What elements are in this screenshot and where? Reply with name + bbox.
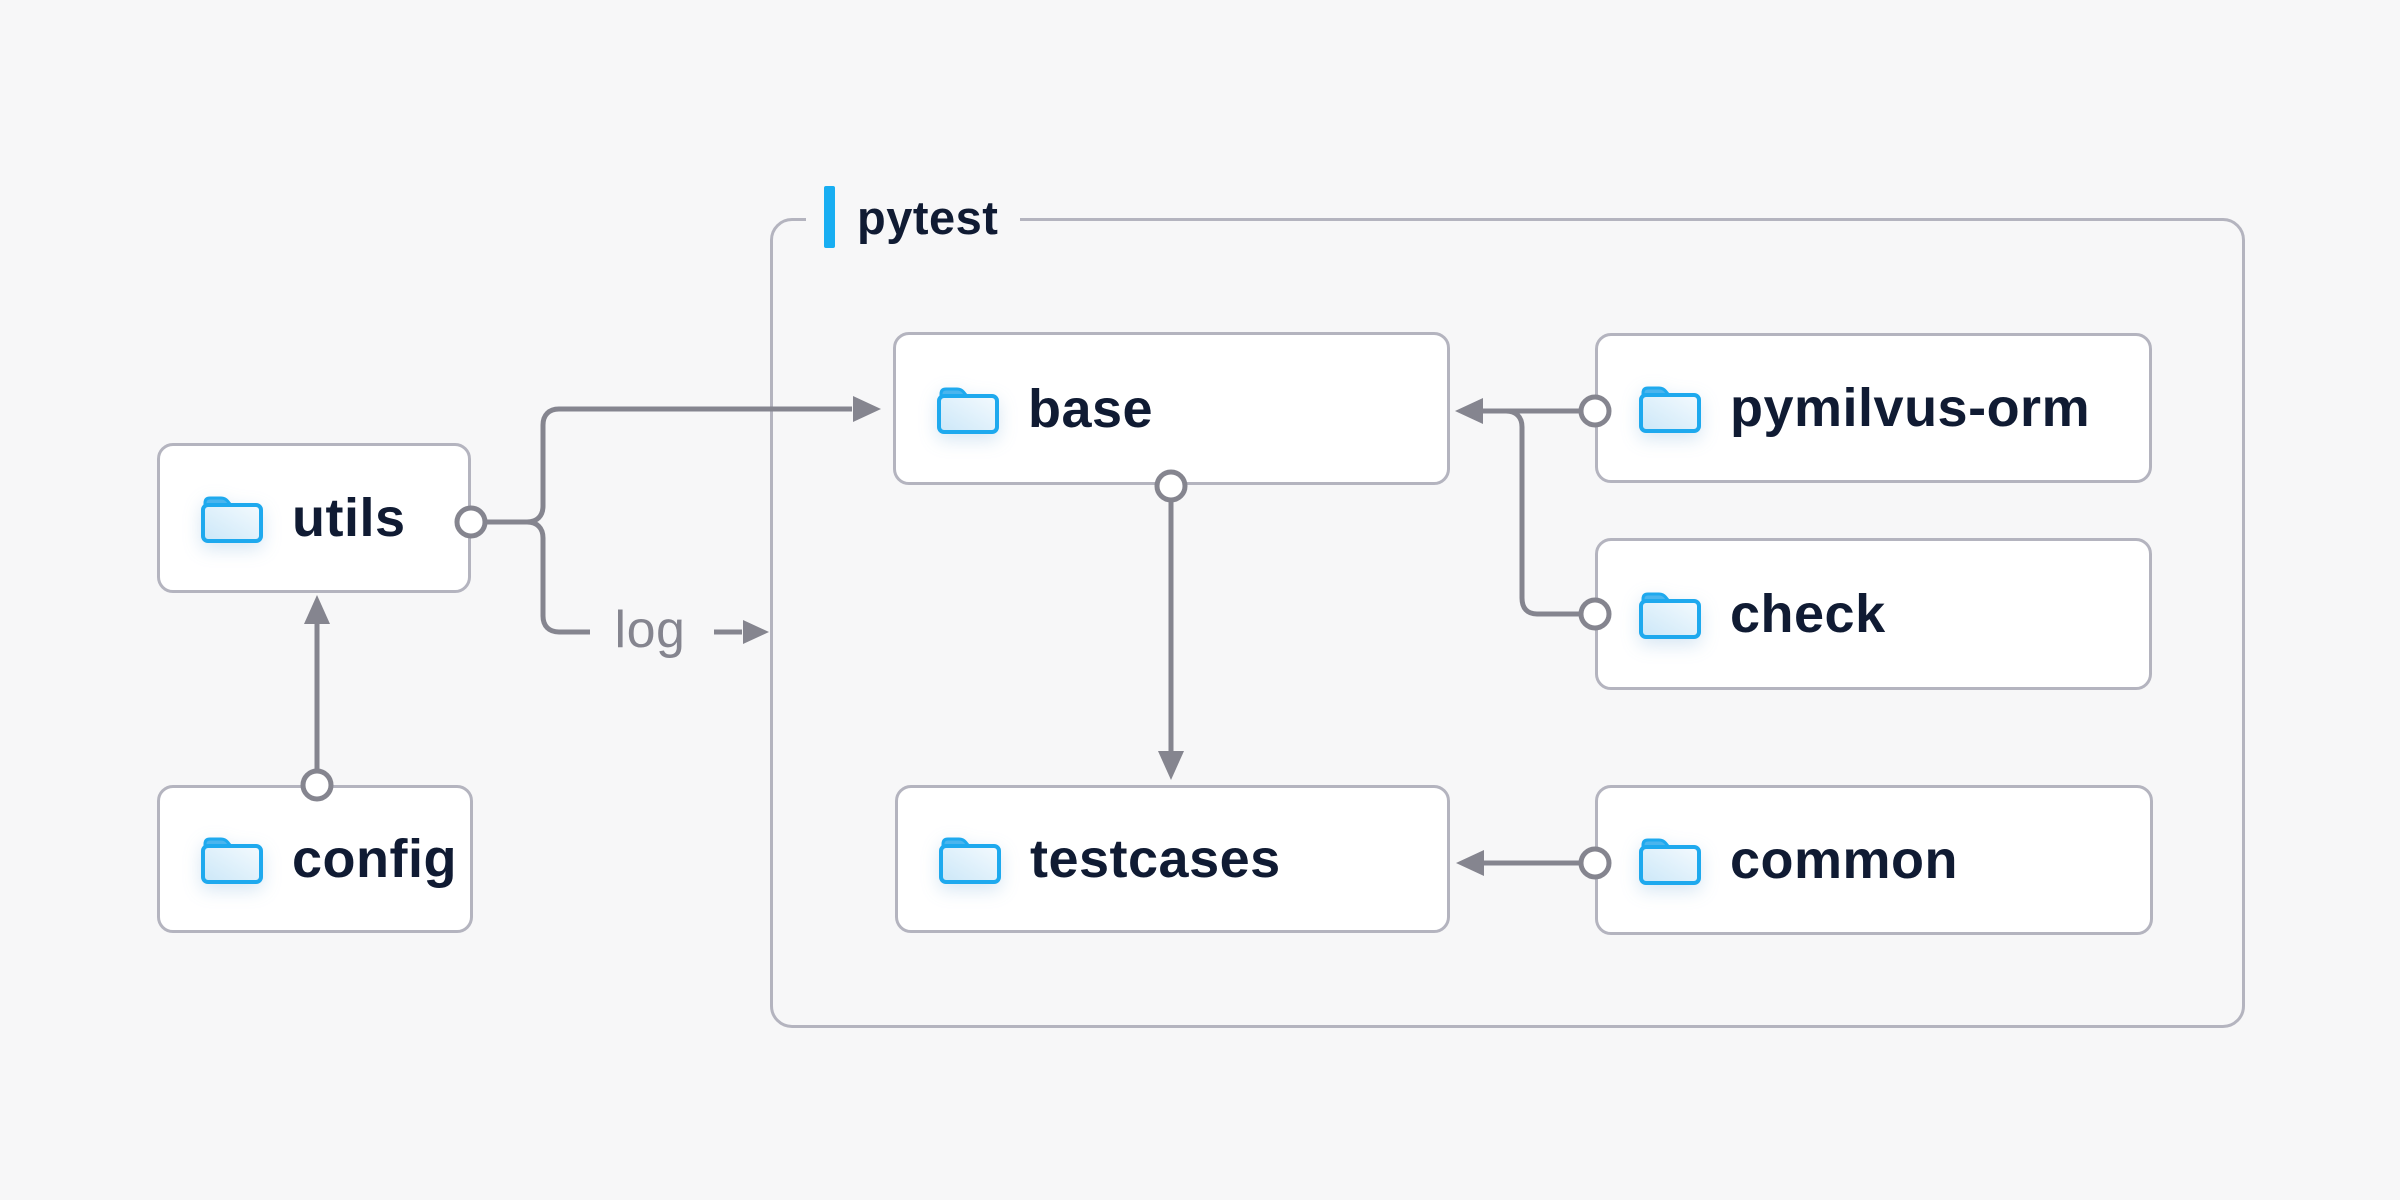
group-pytest-label: pytest — [806, 184, 1021, 250]
node-check: check — [1595, 538, 2152, 690]
node-utils: utils — [157, 443, 471, 593]
node-label: base — [1028, 378, 1154, 439]
node-base: base — [893, 332, 1450, 485]
node-config: config — [157, 785, 473, 933]
node-label: common — [1730, 830, 1959, 890]
node-label: testcases — [1030, 829, 1281, 889]
folder-icon — [201, 837, 263, 884]
folder-icon — [937, 387, 999, 434]
node-label: check — [1730, 584, 1886, 644]
folder-icon — [1639, 386, 1701, 433]
folder-icon — [1639, 838, 1701, 885]
accent-bar — [824, 186, 835, 248]
node-label: utils — [292, 488, 406, 548]
folder-icon — [201, 496, 263, 543]
edge-utils-log — [526, 519, 590, 635]
group-title: pytest — [857, 190, 999, 244]
arrowhead-right — [743, 620, 769, 644]
node-label: pymilvus-orm — [1730, 378, 2091, 438]
group-pytest — [770, 218, 2245, 1028]
arrowhead-up — [304, 595, 330, 624]
node-pymilvus-orm: pymilvus-orm — [1595, 333, 2152, 483]
node-testcases: testcases — [895, 785, 1450, 933]
node-label: config — [292, 829, 457, 889]
node-common: common — [1595, 785, 2153, 935]
edge-label-log: log — [614, 601, 686, 659]
folder-icon — [1639, 592, 1701, 639]
folder-icon — [939, 837, 1001, 884]
